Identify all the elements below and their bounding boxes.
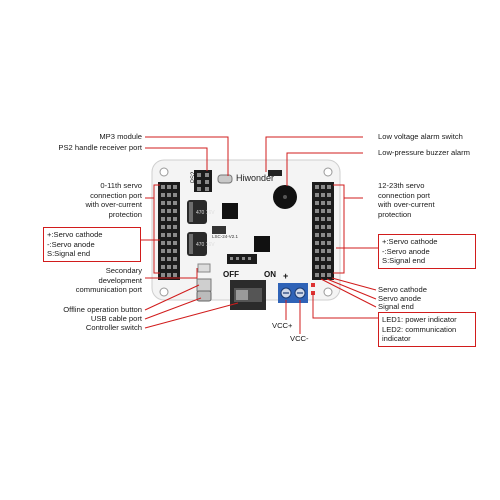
power-switch [230, 280, 266, 310]
label-ps2-port: PS2 handle receiver port [58, 143, 142, 152]
label-vcc-plus: VCC+ [272, 321, 293, 330]
chip [212, 226, 226, 234]
label-servo-cathode: Servo cathode [378, 285, 427, 294]
label-servo-anode: Servo anode [378, 294, 422, 303]
capacitor: 470 16V [187, 200, 215, 224]
offline-button [196, 278, 212, 292]
label-controller-switch: Controller switch [85, 323, 142, 332]
label-left-servo-port: 0-11th servo connection port with over-c… [85, 181, 142, 219]
chip [222, 203, 238, 219]
label-right-servo-port: 12-23th servo connection port with over-… [378, 181, 435, 219]
label-low-voltage-switch: Low voltage alarm switch [378, 132, 463, 141]
switch-off-label: OFF [223, 270, 239, 279]
mounting-hole [323, 167, 333, 177]
label-usb-port: USB cable port [90, 314, 142, 323]
leader-lines [140, 136, 378, 334]
led1 [311, 283, 315, 287]
led-legend-box: LED1: power indicator LED2: communicatio… [378, 312, 476, 347]
power-terminal-block [278, 283, 308, 303]
left-servo-legend-box: +:Servo cathode -:Servo anode S:Signal e… [43, 227, 141, 262]
label-buzzer-alarm: Low-pressure buzzer alarm [378, 148, 471, 157]
label-mp3-module: MP3 module [99, 132, 142, 141]
label-vcc-minus: VCC- [290, 334, 309, 343]
right-servo-header [312, 182, 334, 280]
usb-port [196, 290, 212, 302]
version-silkscreen: LSC-24-V2.1 [212, 234, 239, 239]
ps2-header [194, 170, 212, 192]
switch-on-label: ON [264, 270, 276, 279]
label-offline-button: Offline operation button [63, 305, 142, 314]
terminal-plus-label: + [283, 271, 288, 281]
svg-text:470 16V: 470 16V [196, 242, 215, 248]
secondary-dev-header [227, 254, 257, 264]
chip [254, 236, 270, 252]
label-secondary-port: Secondary development communication port [75, 266, 142, 294]
capacitor: 470 16V [187, 232, 215, 256]
label-signal-end: Signal end [378, 302, 414, 311]
secondary-port [197, 263, 211, 273]
mounting-hole [159, 287, 169, 297]
mp3-module [217, 174, 233, 184]
low-voltage-jumper [268, 170, 282, 176]
ps2-silkscreen: PS2 [191, 171, 197, 183]
right-servo-legend-box: +:Servo cathode -:Servo anode S:Signal e… [378, 234, 476, 269]
svg-text:470 16V: 470 16V [196, 210, 215, 216]
mounting-hole [159, 167, 169, 177]
left-servo-header [158, 182, 180, 280]
mounting-hole [323, 287, 333, 297]
brand-logo: Hiwonder [236, 173, 274, 183]
